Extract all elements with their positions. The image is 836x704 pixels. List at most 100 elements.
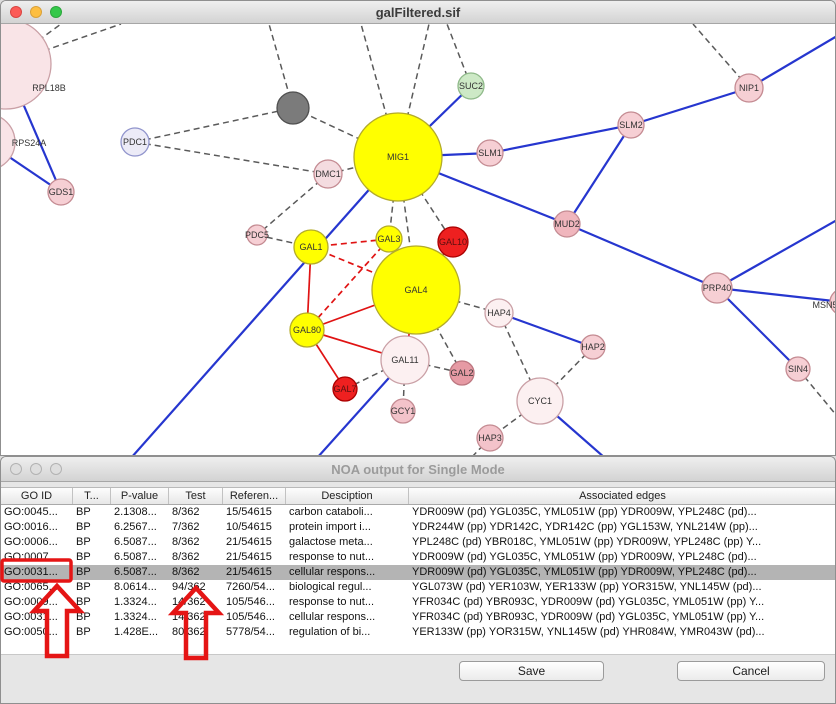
node-hap4[interactable]: HAP4 <box>485 299 513 327</box>
cell: GO:0045... <box>1 505 73 520</box>
table-row-1[interactable]: GO:0016...BP6.2567...7/36210/54615protei… <box>1 520 836 535</box>
node-label: MIG1 <box>387 152 409 162</box>
cell: regulation of bi... <box>286 625 409 640</box>
table-row-0[interactable]: GO:0045...BP2.1308...8/36215/54615carbon… <box>1 505 836 520</box>
cell: GO:0007... <box>1 550 73 565</box>
zoom-button[interactable] <box>50 6 62 18</box>
node-mud2[interactable]: MUD2 <box>554 211 580 237</box>
node-label: HAP2 <box>581 342 605 352</box>
node-mig1[interactable]: MIG1 <box>354 113 442 201</box>
cell: BP <box>73 580 111 595</box>
node-label: SUC2 <box>459 81 483 91</box>
network-canvas[interactable]: RPL18B RPS24A GDS1 PDC1DMC1 MIG1 SUC2SLM1 SLM2… <box>1 24 835 456</box>
minimize-button[interactable] <box>30 463 42 475</box>
node-hap2[interactable]: HAP2 <box>581 335 605 359</box>
edge-slm2-nip1[interactable] <box>631 88 749 125</box>
cell: 15/54615 <box>223 505 286 520</box>
column-header-1[interactable]: T... <box>73 488 111 504</box>
node-label: PDC5 <box>245 230 269 240</box>
close-button[interactable] <box>10 6 22 18</box>
node-label: SLM1 <box>478 148 502 158</box>
node-msn5[interactable]: MSN5 <box>812 289 835 315</box>
edge-nip1-pt[interactable] <box>749 36 835 88</box>
edge-prp40-pt[interactable] <box>717 220 835 288</box>
node-circle[interactable] <box>277 92 309 124</box>
table-row-5[interactable]: GO:0065...BP8.0614...94/3627260/54...bio… <box>1 580 836 595</box>
edge-pdc1-grayn[interactable] <box>135 108 293 142</box>
table-row-2[interactable]: GO:0006...BP6.5087...8/36221/54615galact… <box>1 535 836 550</box>
table-row-4[interactable]: GO:0031...BP6.5087...8/36221/54615cellul… <box>1 565 836 580</box>
node-grayn[interactable] <box>277 92 309 124</box>
node-slm1[interactable]: SLM1 <box>477 140 503 166</box>
cell: YDR244W (pp) YDR142C, YDR142C (pp) YGL15… <box>409 520 836 535</box>
node-hap3[interactable]: HAP3 <box>477 425 503 451</box>
cell: 14/362 <box>169 610 223 625</box>
node-gcy1[interactable]: GCY1 <box>391 399 416 423</box>
table-row-8[interactable]: GO:0050...BP1.428E...80/3625778/54...reg… <box>1 625 836 640</box>
table-header-row: GO IDT...P-valueTestReferen...Desciption… <box>1 487 836 505</box>
edge-pdc1-dmc1[interactable] <box>135 142 328 174</box>
node-cyc1[interactable]: CYC1 <box>517 378 563 424</box>
edge-slm2-mud2[interactable] <box>567 125 631 224</box>
cell: galactose meta... <box>286 535 409 550</box>
node-gds1[interactable]: GDS1 <box>48 179 74 205</box>
node-label: GAL11 <box>391 355 418 365</box>
cell: cellular respons... <box>286 610 409 625</box>
node-gal2[interactable]: GAL2 <box>450 361 474 385</box>
column-header-6[interactable]: Associated edges <box>409 488 836 504</box>
cell: 6.5087... <box>111 565 169 580</box>
column-header-2[interactable]: P-value <box>111 488 169 504</box>
node-label: HAP3 <box>478 433 502 443</box>
save-button[interactable]: Save <box>459 661 604 681</box>
node-label: PDC1 <box>123 137 147 147</box>
node-nip1[interactable]: NIP1 <box>735 74 763 102</box>
minimize-button[interactable] <box>30 6 42 18</box>
edge-prp40-sin4[interactable] <box>717 288 798 369</box>
node-sin4[interactable]: SIN4 <box>786 357 810 381</box>
table-row-6[interactable]: GO:0009...BP1.3324...14/362105/546...res… <box>1 595 836 610</box>
cell: cellular respons... <box>286 565 409 580</box>
cell: GO:0016... <box>1 520 73 535</box>
cancel-button[interactable]: Cancel <box>677 661 825 681</box>
node-gal4[interactable]: GAL4 <box>372 246 460 334</box>
node-rpl18b[interactable]: RPL18B <box>1 24 66 109</box>
table-row-3[interactable]: GO:0007...BP6.5087...8/36221/54615respon… <box>1 550 836 565</box>
node-circle[interactable] <box>1 24 51 109</box>
node-label: GAL10 <box>439 237 467 247</box>
cell: 14/362 <box>169 595 223 610</box>
column-header-0[interactable]: GO ID <box>1 488 73 504</box>
node-pdc1[interactable]: PDC1 <box>121 128 149 156</box>
node-gal1[interactable]: GAL1 <box>294 230 328 264</box>
node-slm2[interactable]: SLM2 <box>618 112 644 138</box>
graph-window-titlebar[interactable]: galFiltered.sif <box>1 1 835 24</box>
node-prp40[interactable]: PRP40 <box>702 273 732 303</box>
column-header-5[interactable]: Desciption <box>286 488 409 504</box>
column-header-4[interactable]: Referen... <box>223 488 286 504</box>
cell: 7260/54... <box>223 580 286 595</box>
cell: YER133W (pp) YOR315W, YNL145W (pd) YHR08… <box>409 625 836 640</box>
node-gal11[interactable]: GAL11 <box>381 336 429 384</box>
noa-window-titlebar[interactable]: NOA output for Single Mode <box>1 457 835 482</box>
cell: YFR034C (pd) YBR093C, YDR009W (pd) YGL03… <box>409 610 836 625</box>
column-header-3[interactable]: Test <box>169 488 223 504</box>
cell: BP <box>73 565 111 580</box>
cell: YFR034C (pd) YBR093C, YDR009W (pd) YGL03… <box>409 595 836 610</box>
node-gal3[interactable]: GAL3 <box>376 226 402 252</box>
node-label: PRP40 <box>703 283 732 293</box>
cell: GO:0050... <box>1 625 73 640</box>
edge-slm1-slm2[interactable] <box>490 125 631 153</box>
node-suc2[interactable]: SUC2 <box>458 73 484 99</box>
node-gal10[interactable]: GAL10 <box>438 227 468 257</box>
cell: 2.1308... <box>111 505 169 520</box>
edge-mud2-prp40[interactable] <box>567 224 717 288</box>
cell: response to nut... <box>286 595 409 610</box>
node-gal7[interactable]: GAL7 <box>333 377 357 401</box>
cell: GO:0006... <box>1 535 73 550</box>
zoom-button[interactable] <box>50 463 62 475</box>
node-rps24a[interactable]: RPS24A <box>1 114 46 170</box>
table-row-7[interactable]: GO:0031...BP1.3324...14/362105/546...cel… <box>1 610 836 625</box>
node-label: GDS1 <box>49 187 74 197</box>
node-gal80[interactable]: GAL80 <box>290 313 324 347</box>
close-button[interactable] <box>10 463 22 475</box>
node-dmc1[interactable]: DMC1 <box>314 160 342 188</box>
